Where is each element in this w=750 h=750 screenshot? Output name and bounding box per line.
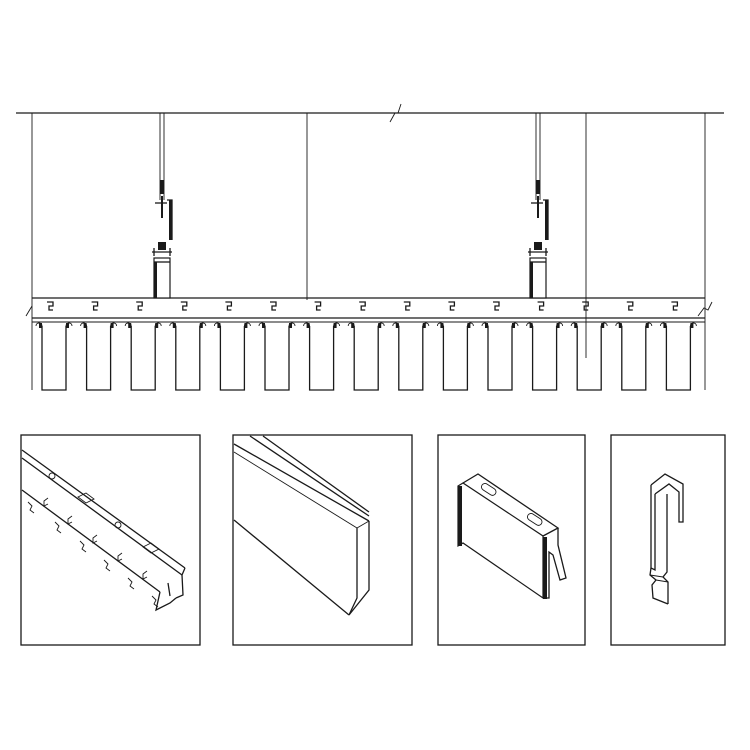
baffle-panel — [347, 322, 385, 391]
channel-clip — [448, 301, 456, 311]
break-mark-right — [697, 301, 713, 317]
baffle-panel — [124, 322, 162, 391]
baffle-panel — [615, 322, 653, 391]
break-mark-top — [389, 103, 402, 123]
u-baffle-panel-detail — [232, 434, 413, 646]
channel-clip — [314, 301, 322, 311]
baffle-panel — [213, 322, 251, 391]
detail-frame-4 — [610, 434, 726, 646]
hanger-assembly — [152, 113, 173, 299]
channel-clip — [582, 301, 589, 311]
channel-clip — [270, 301, 277, 311]
channel-clip — [626, 301, 634, 311]
channel-clip — [180, 301, 188, 311]
channel-clip — [359, 301, 366, 311]
channel-clip — [493, 301, 500, 311]
channel-clip — [403, 301, 411, 311]
channel-clip — [537, 301, 545, 311]
hanger-bracket-iso — [649, 473, 684, 605]
carrier-channel-detail — [20, 434, 201, 646]
baffle-panel — [481, 322, 519, 391]
carrier-channel-iso — [21, 449, 186, 612]
baffle-panel — [659, 322, 697, 391]
channel-clip — [225, 301, 233, 311]
baffle-panel — [303, 322, 341, 391]
baffle-panel — [169, 322, 207, 391]
channel-clip — [91, 301, 99, 311]
elevation-view — [16, 103, 724, 391]
carrier-channel — [25, 297, 713, 323]
break-mark-left — [25, 305, 33, 317]
baffle-panel — [436, 322, 474, 391]
channel-clips — [47, 301, 679, 311]
u-baffle-iso — [233, 435, 370, 616]
baffle-panel — [392, 322, 430, 391]
baffle-panel — [258, 322, 296, 391]
hanger-assembly — [528, 113, 549, 299]
channel-clip — [136, 301, 143, 311]
baffle-clip-detail — [437, 434, 586, 646]
baffle-panels — [35, 322, 697, 391]
baffle-panel — [570, 322, 608, 391]
hangers — [152, 113, 549, 299]
channel-clip — [671, 301, 679, 311]
detail-frame-3 — [437, 434, 586, 646]
baffle-clip-iso — [457, 473, 567, 600]
detail-frame-2 — [232, 434, 413, 646]
baffle-panel — [526, 322, 564, 391]
channel-clip — [47, 301, 54, 311]
detail-frame-1 — [20, 434, 201, 646]
baffle-panel — [80, 322, 118, 391]
hanger-bracket-detail — [610, 434, 726, 646]
baffle-panel — [35, 322, 73, 391]
